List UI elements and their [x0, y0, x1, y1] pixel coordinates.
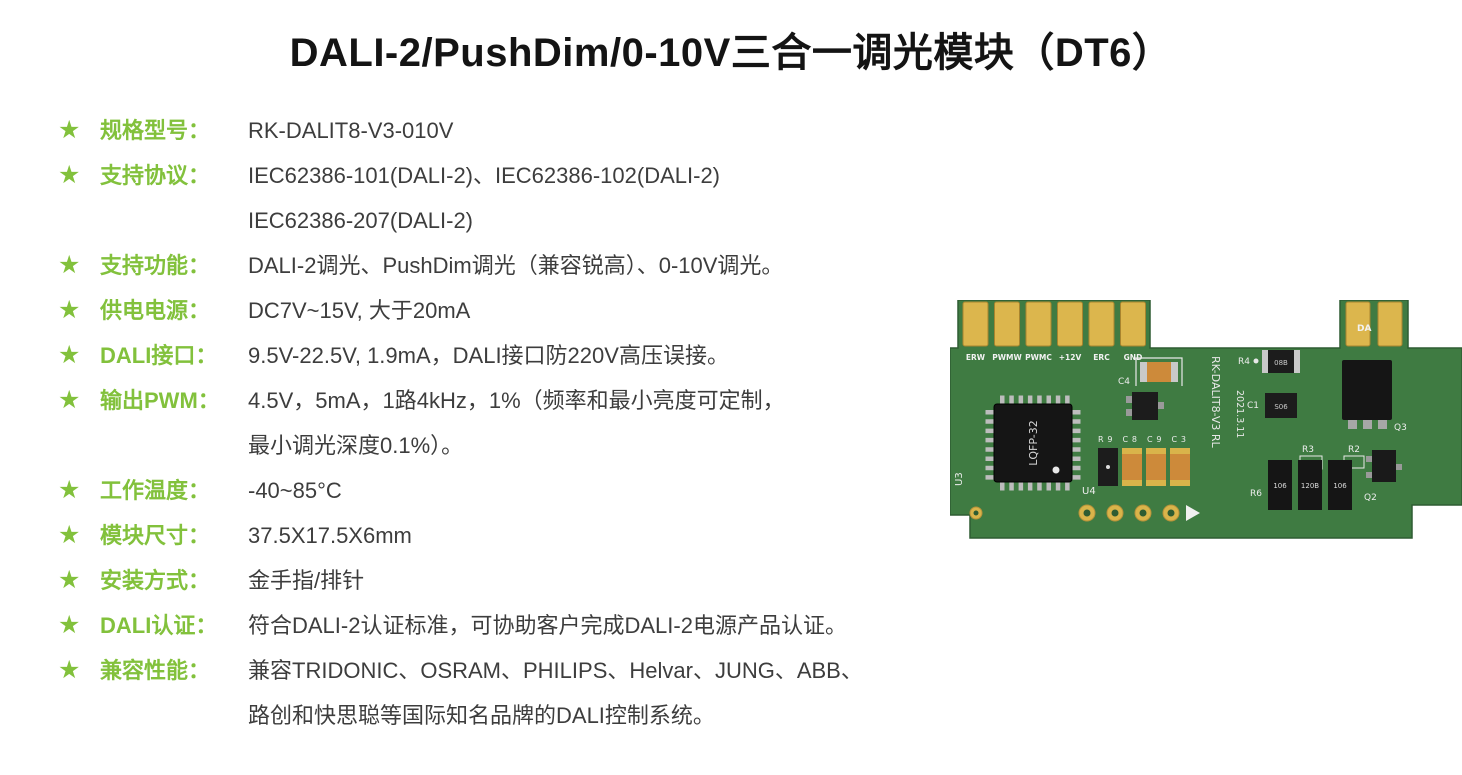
- pin-label-gnd: GND: [1124, 353, 1143, 362]
- spec-value-line: 最小调光深度0.1%）。: [248, 433, 464, 458]
- ref-u4: U4: [1082, 486, 1096, 497]
- qfp-chip: LQFP-32: [985, 395, 1081, 491]
- marking-c1: S06: [1274, 403, 1288, 411]
- star-icon: ★: [58, 656, 81, 684]
- spec-value-line: 符合DALI-2认证标准，可协助客户完成DALI-2电源产品认证。: [248, 613, 847, 638]
- spec-label: 模块尺寸：: [100, 523, 211, 548]
- star-icon: ★: [58, 251, 81, 279]
- spec-label: 工作温度：: [100, 478, 211, 503]
- marking-res3: 106: [1333, 482, 1347, 490]
- spec-label: 安装方式：: [100, 568, 211, 593]
- transistor-q2: Q2: [1364, 450, 1402, 503]
- ref-r6: R6: [1250, 489, 1262, 499]
- ref-passives-row: R9 C8 C9 C3: [1098, 435, 1186, 444]
- connector-pin-labels: ERW PWMW PWMC +12V ERC GND: [966, 353, 1142, 362]
- spec-label: 输出PWM：: [100, 388, 220, 413]
- capacitor-c4: C4: [1118, 357, 1183, 387]
- spec-label: 规格型号：: [100, 118, 211, 143]
- spec-value-line: 路创和快思聪等国际知名品牌的DALI控制系统。: [248, 703, 715, 728]
- spec-row-dali-interface: ★ DALI接口： 9.5V-22.5V, 1.9mA，DALI接口防220V高…: [58, 333, 958, 378]
- star-icon: ★: [58, 476, 81, 504]
- pin-label-pwmc: PWMC: [1025, 353, 1052, 362]
- passives-row-components: [1098, 448, 1190, 486]
- star-icon: ★: [58, 296, 81, 324]
- marking-res2: 120B: [1301, 482, 1319, 490]
- pin-label-erc: ERC: [1093, 353, 1110, 362]
- ref-c1: C1: [1247, 401, 1259, 411]
- spec-row-mounting: ★ 安装方式： 金手指/排针: [58, 558, 958, 603]
- plated-holes: [969, 504, 1200, 522]
- spec-value-line: -40~85°C: [248, 478, 342, 503]
- spec-label: DALI认证：: [100, 613, 218, 638]
- spec-row-compatibility: ★ 兼容性能： 兼容TRIDONIC、OSRAM、PHILIPS、Helvar、…: [58, 648, 958, 738]
- arrow-marker: [1186, 505, 1200, 521]
- spec-label: DALI接口：: [100, 343, 218, 368]
- spec-row-power: ★ 供电电源： DC7V~15V, 大于20mA: [58, 288, 958, 333]
- spec-value-line: 金手指/排针: [248, 568, 365, 593]
- pin-label-12v: +12V: [1059, 353, 1082, 362]
- da-pads: DA: [1345, 301, 1403, 347]
- sot23-transistor: [1126, 392, 1164, 420]
- spec-value-line: 37.5X17.5X6mm: [248, 523, 412, 548]
- chip-label: LQFP-32: [1027, 420, 1040, 465]
- pcb-module-photo: ERW PWMW PWMC +12V ERC GND DA LQFP-32 U3…: [949, 299, 1462, 540]
- spec-value-line: RK-DALIT8-V3-010V: [248, 118, 454, 143]
- star-icon: ★: [58, 161, 81, 189]
- pin1-dot: [1052, 466, 1060, 474]
- spec-row-protocols: ★ 支持协议： IEC62386-101(DALI-2)、IEC62386-10…: [58, 153, 958, 243]
- star-icon: ★: [58, 116, 81, 144]
- spec-row-temperature: ★ 工作温度： -40~85°C: [58, 468, 958, 513]
- ref-q2: Q2: [1364, 493, 1377, 503]
- spec-value-line: IEC62386-101(DALI-2)、IEC62386-102(DALI-2…: [248, 163, 721, 188]
- resistor-r4: R4 08B: [1238, 350, 1300, 373]
- pin-label-erw: ERW: [966, 353, 986, 362]
- star-icon: ★: [58, 566, 81, 594]
- marking-res1: 106: [1273, 482, 1287, 490]
- ref-c4: C4: [1118, 377, 1130, 387]
- date-silkscreen: 2021.3.11: [1234, 390, 1245, 438]
- spec-row-dimensions: ★ 模块尺寸： 37.5X17.5X6mm: [58, 513, 958, 558]
- transistor-q3: Q3: [1342, 360, 1407, 433]
- star-icon: ★: [58, 611, 81, 639]
- da-label: DA: [1357, 324, 1371, 334]
- spec-value-line: DALI-2调光、PushDim调光（兼容锐高）、0-10V调光。: [248, 253, 784, 278]
- spec-value-line: 9.5V-22.5V, 1.9mA，DALI接口防220V高压误接。: [248, 343, 729, 368]
- spec-value-line: 兼容TRIDONIC、OSRAM、PHILIPS、Helvar、JUNG、ABB…: [248, 658, 863, 683]
- spec-row-functions: ★ 支持功能： DALI-2调光、PushDim调光（兼容锐高）、0-10V调光…: [58, 243, 958, 288]
- ref-r4: R4: [1238, 357, 1250, 367]
- star-icon: ★: [58, 521, 81, 549]
- page-title: DALI-2/PushDim/0-10V三合一调光模块（DT6）: [289, 31, 1173, 75]
- spec-label: 兼容性能：: [100, 658, 211, 683]
- ref-u3: U3: [954, 472, 965, 486]
- ref-r3: R3: [1302, 445, 1314, 455]
- ref-q3: Q3: [1394, 423, 1407, 433]
- pin-label-pwmw: PWMW: [992, 353, 1022, 362]
- model-silkscreen: RK-DALIT8-V3 RL: [1209, 356, 1222, 449]
- spec-row-pwm-output: ★ 输出PWM： 4.5V，5mA，1路4kHz，1%（频率和最小亮度可定制， …: [58, 378, 958, 468]
- spec-row-certification: ★ DALI认证： 符合DALI-2认证标准，可协助客户完成DALI-2电源产品…: [58, 603, 958, 648]
- ref-r2: R2: [1348, 445, 1360, 455]
- gold-finger-pads: [962, 301, 1146, 347]
- spec-value-line: IEC62386-207(DALI-2): [248, 208, 474, 233]
- pcb-svg: ERW PWMW PWMC +12V ERC GND DA LQFP-32 U3…: [949, 299, 1462, 539]
- star-icon: ★: [58, 341, 81, 369]
- spec-label: 支持协议：: [100, 163, 211, 188]
- spec-label: 供电电源：: [100, 298, 211, 323]
- star-icon: ★: [58, 386, 81, 414]
- spec-list: ★ 规格型号： RK-DALIT8-V3-010V ★ 支持协议： IEC623…: [58, 108, 958, 738]
- capacitor-c1: C1 S06: [1247, 393, 1297, 418]
- spec-row-model: ★ 规格型号： RK-DALIT8-V3-010V: [58, 108, 958, 153]
- marking-r4: 08B: [1274, 359, 1288, 367]
- spec-value-line: 4.5V，5mA，1路4kHz，1%（频率和最小亮度可定制，: [248, 388, 785, 413]
- spec-value-line: DC7V~15V, 大于20mA: [248, 298, 471, 323]
- spec-label: 支持功能：: [100, 253, 211, 278]
- resistor-bank-r6: R6 106 120B 106: [1250, 460, 1352, 510]
